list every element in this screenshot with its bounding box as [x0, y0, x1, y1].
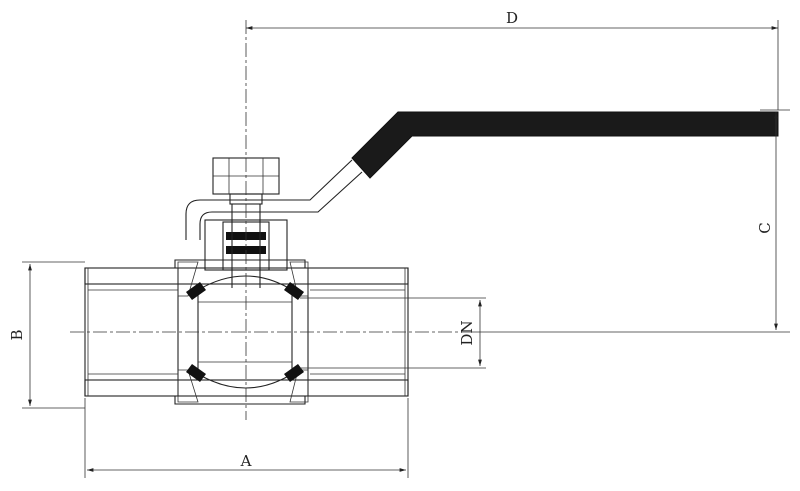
- dimension-label-dn: DN: [458, 320, 476, 345]
- dimension-a: A: [84, 398, 409, 478]
- dimension-label-d: D: [506, 9, 518, 27]
- dimension-label-b: B: [8, 329, 26, 340]
- dimension-b: B: [8, 261, 85, 409]
- dimension-c: C: [470, 109, 790, 333]
- lever-handle: [185, 111, 779, 240]
- dimension-label-a: A: [240, 452, 252, 470]
- ball: [186, 275, 304, 389]
- dimension-dn: DN: [300, 297, 486, 369]
- dimension-d: D: [246, 9, 779, 110]
- dimension-label-c: C: [756, 222, 774, 233]
